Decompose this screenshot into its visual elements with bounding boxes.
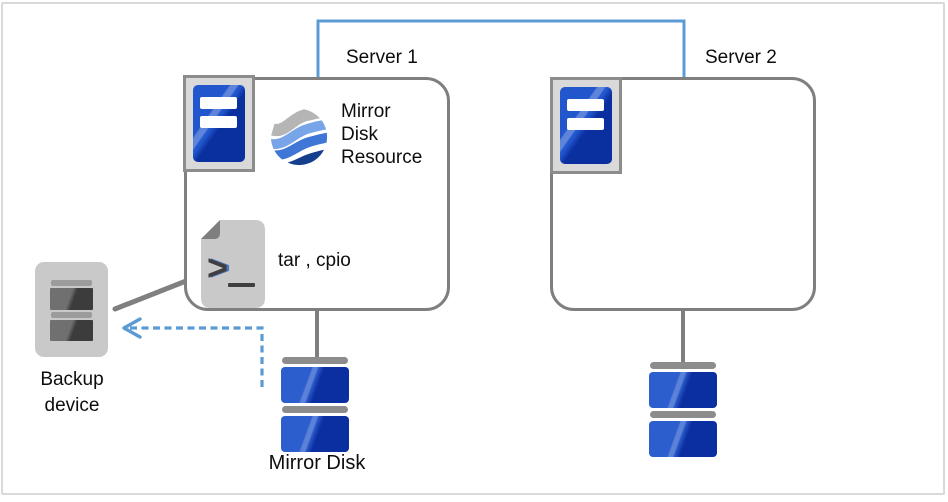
backup-label-line: Backup — [40, 369, 104, 390]
backup-link-line — [112, 278, 189, 312]
disk-platter — [281, 416, 349, 452]
backup-flow-dashed-line — [128, 326, 264, 387]
disk-cap — [650, 411, 716, 418]
server-drive-bay — [200, 116, 237, 128]
server-tower-icon — [550, 77, 622, 174]
backup-label-line: device — [44, 395, 100, 416]
script-file-icon: > > — [201, 220, 265, 308]
backup-device-label: Backup device — [12, 367, 132, 419]
disk-platter — [649, 421, 717, 457]
mirror-disk-resource-icon — [270, 107, 328, 167]
tape-drive-icon — [35, 262, 108, 357]
tape-slot-bar — [51, 312, 92, 318]
server-drive-bay — [200, 97, 237, 109]
server-drive-bay — [567, 118, 604, 130]
backup-commands-label: tar , cpio — [278, 250, 351, 271]
server-tower-body — [193, 85, 245, 162]
tape-slot — [50, 320, 93, 341]
disk-cap — [282, 357, 348, 364]
network-link-line — [316, 19, 686, 78]
mirror-disk-icon — [649, 362, 717, 457]
tape-slot — [50, 288, 93, 310]
resource-label-line: Mirror — [341, 101, 391, 122]
prompt-glyph-shadow: > — [210, 247, 231, 288]
disk-platter — [649, 372, 717, 408]
prompt-glyph: > — [207, 247, 228, 288]
server-tower-body — [560, 87, 612, 164]
resource-label-line: Disk — [341, 124, 378, 145]
server2-title: Server 2 — [705, 47, 777, 68]
mirror-disk-icon — [281, 357, 349, 452]
server1-title: Server 1 — [346, 47, 418, 68]
server-tower-icon — [183, 75, 255, 172]
server-drive-bay — [567, 99, 604, 111]
mirror-disk-label: Mirror Disk — [268, 452, 366, 474]
tape-slot-bar — [51, 280, 92, 286]
resource-label-line: Resource — [341, 147, 423, 168]
backup-flow-arrowhead — [122, 317, 142, 339]
disk-platter — [281, 367, 349, 403]
mirror-disk-resource-label: Mirror Disk Resource — [341, 100, 422, 169]
disk-cap — [282, 406, 348, 413]
disk-cap — [650, 362, 716, 369]
